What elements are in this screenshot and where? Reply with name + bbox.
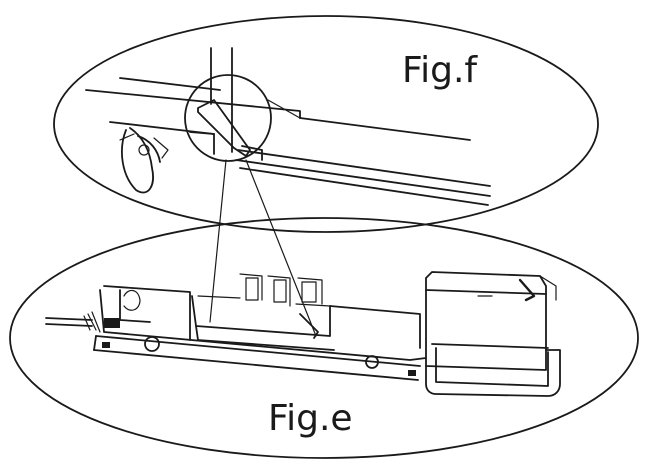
fig-f-back-edge: [119, 77, 221, 91]
fig-f-lower-rail-bottom: [239, 167, 489, 206]
fig-f-upper-rail-extension: [299, 117, 471, 141]
fig-f-right-clip: [241, 145, 263, 161]
fig-e-outline: [9, 217, 639, 459]
fig-e-right-wheel: [365, 355, 379, 369]
fig-f-step: [267, 99, 301, 119]
fig-e-hose-clamp: [83, 311, 101, 333]
fig-e-overall-view: [9, 217, 639, 459]
fig-e-left-housing: [103, 285, 191, 341]
fig-f-wheel: [119, 127, 169, 194]
figure-label-e: Fig.e: [268, 398, 353, 439]
leader-line-right: [245, 159, 317, 337]
fig-e-left-tab: [102, 342, 110, 348]
fig-e-left-block: [104, 318, 120, 328]
leader-line-left: [209, 159, 227, 323]
fig-f-upper-rail: [85, 89, 301, 119]
fig-e-latch: [299, 313, 319, 339]
fig-e-cabinet-latch: [518, 278, 536, 302]
fig-e-right-tab: [408, 370, 416, 376]
fig-f-detail-view: [53, 15, 599, 233]
fig-f-detail-circle: [184, 74, 272, 162]
fig-e-left-wheel: [144, 336, 160, 352]
fig-e-center-tray: [191, 295, 331, 337]
fig-f-left-clip: [189, 131, 215, 155]
fig-e-left-hinge: [123, 289, 141, 311]
figure-label-f: Fig.f: [402, 50, 478, 91]
fig-e-frame-top: [99, 289, 427, 361]
fig-e-frame-bottom: [93, 349, 419, 381]
fig-e-frame-mid: [95, 335, 421, 367]
fig-e-hose-upper: [45, 317, 93, 321]
fig-f-outline: [53, 15, 599, 233]
fig-f-lower-rail-top: [237, 149, 491, 187]
fig-e-right-rail: [329, 305, 421, 349]
fig-f-lower-rail-mid: [235, 159, 491, 197]
fig-e-cabinet-unit: [425, 271, 561, 397]
fig-f-latch-arm: [197, 99, 251, 157]
fig-e-dividers: [239, 273, 323, 307]
fig-e-hose-lower: [45, 323, 93, 327]
